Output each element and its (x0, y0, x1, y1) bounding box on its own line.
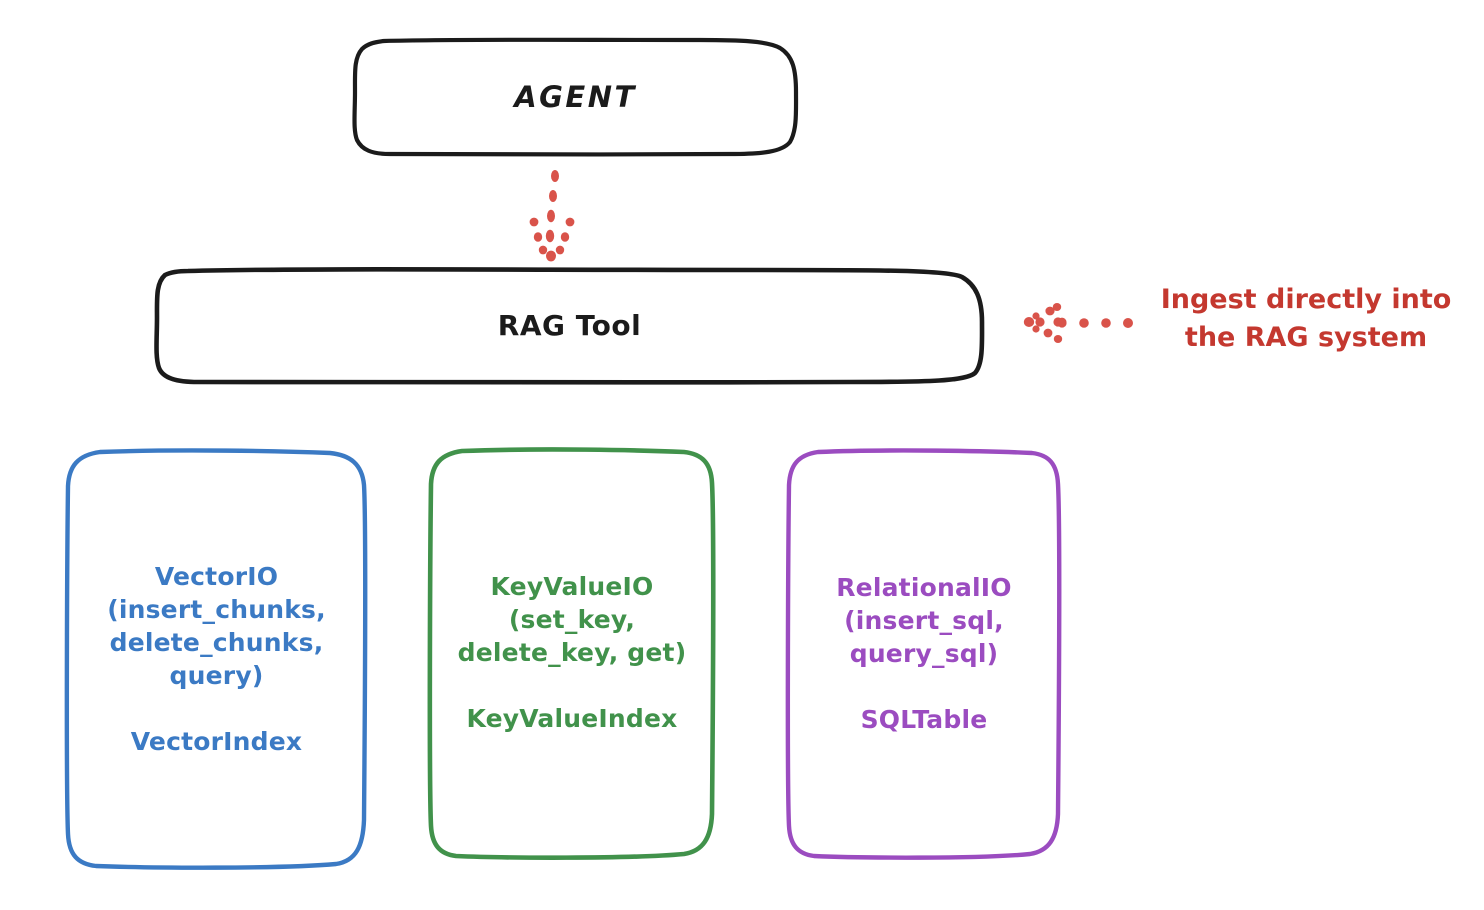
rag-tool-box-outline[interactable] (154, 267, 985, 385)
agent-label: AGENT (514, 79, 637, 114)
rag-tool-label: RAG Tool (497, 308, 642, 342)
relational-io-box-outline[interactable] (785, 448, 1062, 860)
ingest-annotation-text: Ingest directly into the RAG system (1160, 284, 1452, 354)
vector-io-label: VectorIO (insert_chunks, delete_chunks, … (107, 562, 326, 756)
relational-io-node[interactable] (785, 448, 1062, 860)
agent-to-rag-tool-arrow (529, 170, 575, 262)
ingest-to-rag-tool-arrow (1023, 303, 1133, 343)
agent-node[interactable] (352, 37, 799, 157)
agent-box-outline[interactable] (352, 37, 799, 157)
vector-io-box-outline[interactable] (64, 448, 368, 870)
key-value-io-box-outline[interactable] (427, 447, 716, 860)
vector-io-node[interactable] (64, 448, 368, 870)
key-value-io-label: KeyValueIO (set_key, delete_key, get) Ke… (457, 572, 687, 733)
rag-tool-node[interactable] (154, 267, 985, 385)
relational-io-label: RelationalIO (insert_sql, query_sql) SQL… (836, 572, 1012, 734)
key-value-io-node[interactable] (427, 447, 716, 860)
